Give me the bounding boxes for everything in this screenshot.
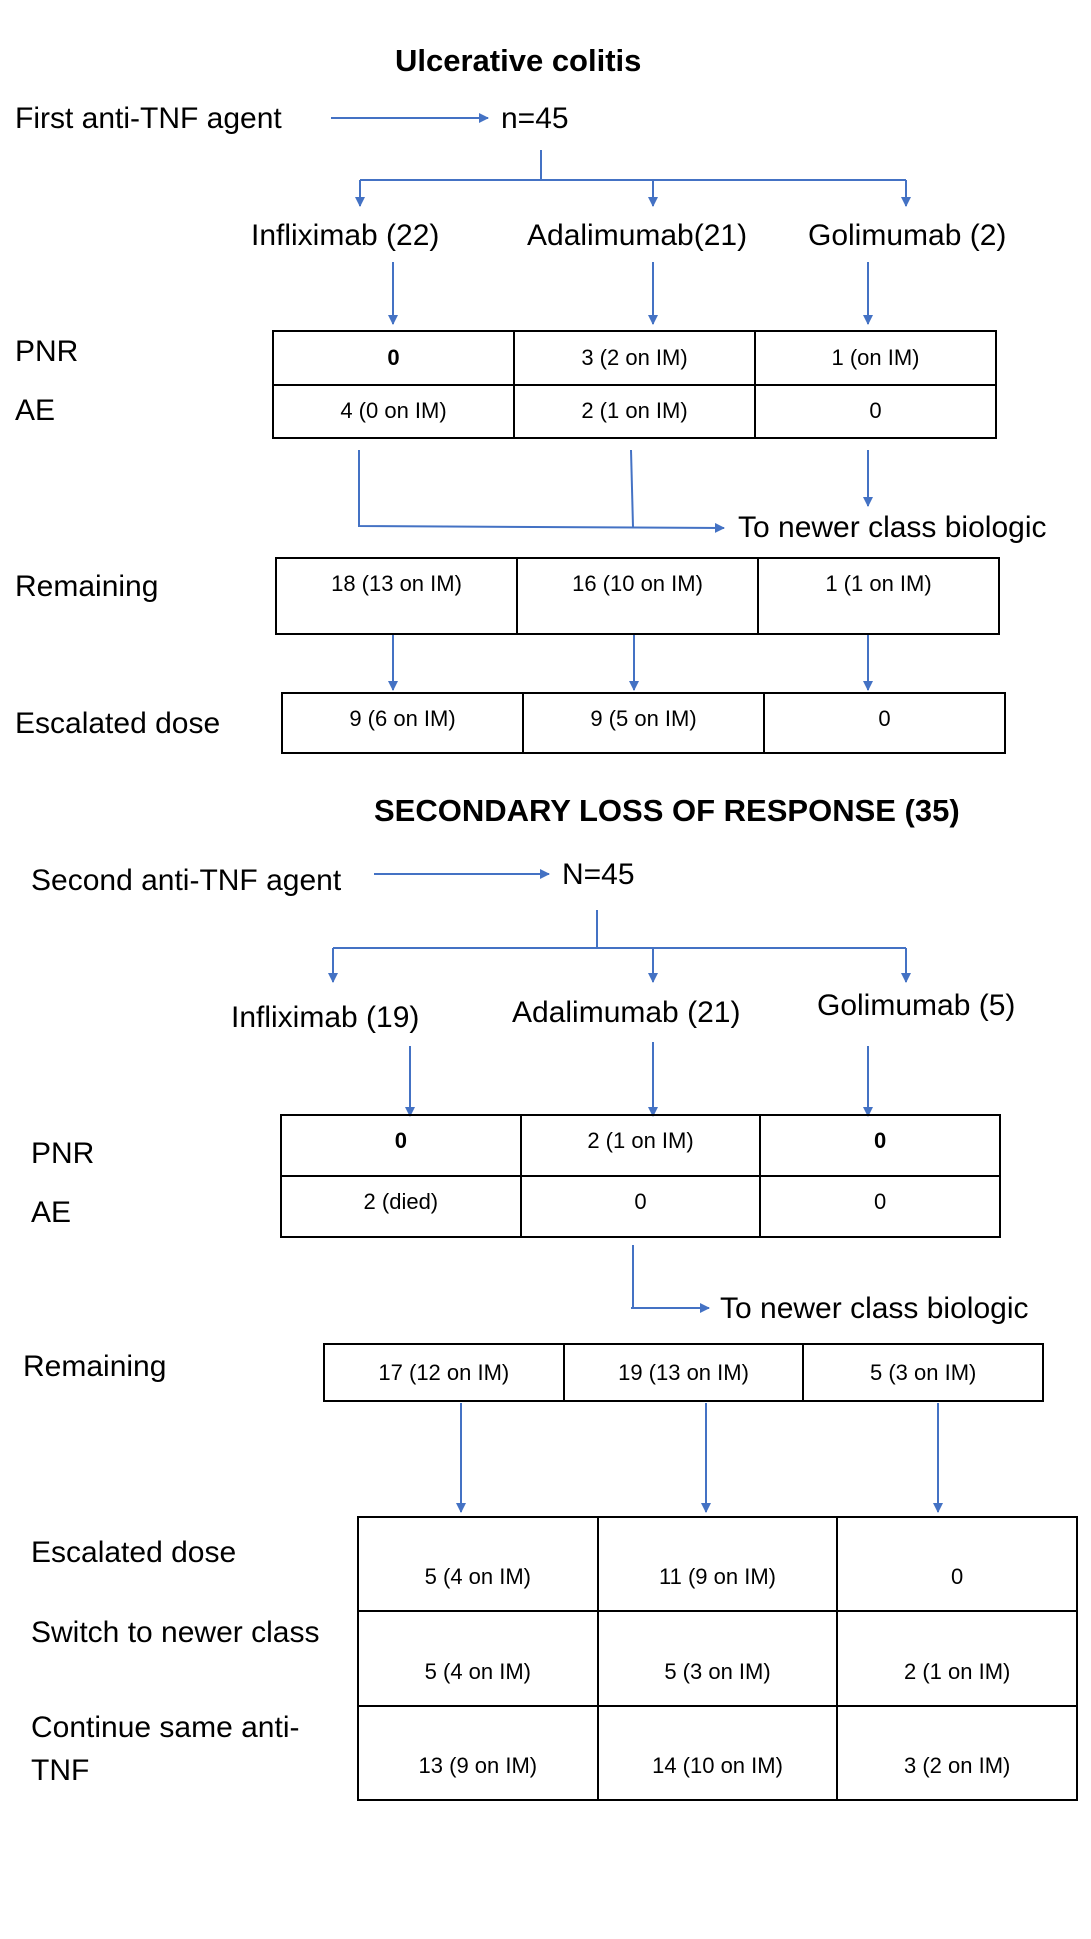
switch-golimumab-2: 2 (1 on IM) [836, 1612, 1076, 1705]
ae-adalimumab-2: 0 [519, 1177, 760, 1236]
escalated-infliximab-1: 9 (6 on IM) [349, 706, 456, 731]
agent-infliximab-1: Infliximab (22) [251, 219, 440, 252]
remaining-table-2: 17 (12 on IM) 19 (13 on IM) 5 (3 on IM) [323, 1343, 1044, 1402]
ae-infliximab-2: 2 (died) [363, 1189, 439, 1214]
escalated-adalimumab-1: 9 (5 on IM) [522, 694, 763, 752]
continue-adalimumab-2: 14 (10 on IM) [596, 1706, 837, 1799]
pnr-ae-table-1: 0 3 (2 on IM) 1 (on IM) 4 (0 on IM) 2 (1… [272, 330, 997, 439]
pnr-adalimumab-2: 2 (1 on IM) [519, 1116, 760, 1175]
switch-adalimumab-2: 5 (3 on IM) [596, 1612, 837, 1705]
continue-infliximab-2: 13 (9 on IM) [418, 1752, 538, 1778]
ae-adalimumab-1: 2 (1 on IM) [513, 385, 754, 437]
agent-infliximab-2: Infliximab (19) [231, 1001, 420, 1034]
continue-golimumab-2: 3 (2 on IM) [836, 1706, 1076, 1799]
remaining-label-1: Remaining [15, 570, 159, 603]
pnr-ae-table-2: 0 2 (1 on IM) 0 2 (died) 0 0 [280, 1114, 1001, 1238]
continue-label-2-line2: TNF [31, 1754, 90, 1787]
escalated-infliximab-2: 5 (4 on IM) [424, 1564, 532, 1590]
pnr-label-1: PNR [15, 335, 79, 368]
diagram-title-secondary-loss: SECONDARY LOSS OF RESPONSE (35) [374, 793, 960, 828]
pnr-row-2: 0 2 (1 on IM) 0 [282, 1116, 999, 1175]
remaining-adalimumab-2: 19 (13 on IM) [562, 1345, 803, 1400]
ae-label-2: AE [31, 1196, 72, 1229]
switch-label-2: Switch to newer class [31, 1616, 320, 1649]
ae-row-2: 2 (died) 0 0 [282, 1175, 999, 1236]
pnr-golimumab-2: 0 [759, 1116, 999, 1175]
pnr-infliximab-2: 0 [394, 1128, 407, 1153]
remaining-row-2: 17 (12 on IM) 19 (13 on IM) 5 (3 on IM) [325, 1345, 1042, 1400]
switch-row-2: 5 (4 on IM) 5 (3 on IM) 2 (1 on IM) [359, 1610, 1076, 1705]
pnr-row-1: 0 3 (2 on IM) 1 (on IM) [274, 332, 995, 384]
pnr-label-2: PNR [31, 1137, 95, 1170]
remaining-golimumab-1: 1 (1 on IM) [757, 559, 998, 633]
agent-golimumab-2: Golimumab (5) [817, 989, 1016, 1022]
escalated-adalimumab-2: 11 (9 on IM) [596, 1518, 837, 1611]
line-adalimumab-to-newer-1 [630, 449, 634, 528]
remaining-infliximab-1: 18 (13 on IM) [331, 571, 462, 596]
continue-label-2-line1: Continue same anti- [31, 1711, 300, 1744]
switch-infliximab-2: 5 (4 on IM) [424, 1658, 532, 1684]
ae-label-1: AE [15, 394, 56, 427]
outcomes-table-2: 5 (4 on IM) 11 (9 on IM) 0 5 (4 on IM) 5… [357, 1516, 1078, 1801]
agent-adalimumab-1: Adalimumab(21) [527, 219, 748, 252]
to-newer-class-label-1: To newer class biologic [738, 511, 1047, 544]
remaining-golimumab-2: 5 (3 on IM) [802, 1345, 1042, 1400]
remaining-adalimumab-1: 16 (10 on IM) [516, 559, 757, 633]
escalated-row-1: 9 (6 on IM) 9 (5 on IM) 0 [283, 694, 1004, 752]
escalated-golimumab-1: 0 [763, 694, 1004, 752]
agent-adalimumab-2: Adalimumab (21) [512, 996, 741, 1029]
arrow-to-newer-class-1 [358, 450, 725, 533]
pnr-adalimumab-1: 3 (2 on IM) [513, 332, 754, 384]
to-newer-class-label-2: To newer class biologic [720, 1292, 1029, 1325]
ae-golimumab-1: 0 [754, 385, 995, 437]
escalated-row-2: 5 (4 on IM) 11 (9 on IM) 0 [359, 1518, 1076, 1611]
escalated-label-2: Escalated dose [31, 1536, 237, 1569]
diagram-title-ulcerative-colitis: Ulcerative colitis [395, 43, 642, 78]
pnr-infliximab-1: 0 [387, 344, 400, 370]
first-anti-tnf-label: First anti-TNF agent [15, 102, 282, 135]
continue-row-2: 13 (9 on IM) 14 (10 on IM) 3 (2 on IM) [359, 1704, 1076, 1799]
second-anti-tnf-label: Second anti-TNF agent [31, 864, 342, 897]
second-n-count: N=45 [562, 858, 635, 891]
escalated-golimumab-2: 0 [836, 1518, 1076, 1611]
escalated-table-1: 9 (6 on IM) 9 (5 on IM) 0 [281, 692, 1006, 754]
remaining-label-2: Remaining [23, 1350, 167, 1383]
ae-golimumab-2: 0 [759, 1177, 999, 1236]
agent-golimumab-1: Golimumab (2) [808, 219, 1007, 252]
pnr-golimumab-1: 1 (on IM) [754, 332, 995, 384]
remaining-infliximab-2: 17 (12 on IM) [378, 1359, 510, 1385]
escalated-label-1: Escalated dose [15, 707, 221, 740]
first-n-count: n=45 [501, 102, 569, 135]
remaining-row-1: 18 (13 on IM) 16 (10 on IM) 1 (1 on IM) [277, 559, 998, 633]
remaining-table-1: 18 (13 on IM) 16 (10 on IM) 1 (1 on IM) [275, 557, 1000, 635]
ae-infliximab-1: 4 (0 on IM) [340, 398, 447, 424]
ae-row-1: 4 (0 on IM) 2 (1 on IM) 0 [274, 383, 995, 437]
